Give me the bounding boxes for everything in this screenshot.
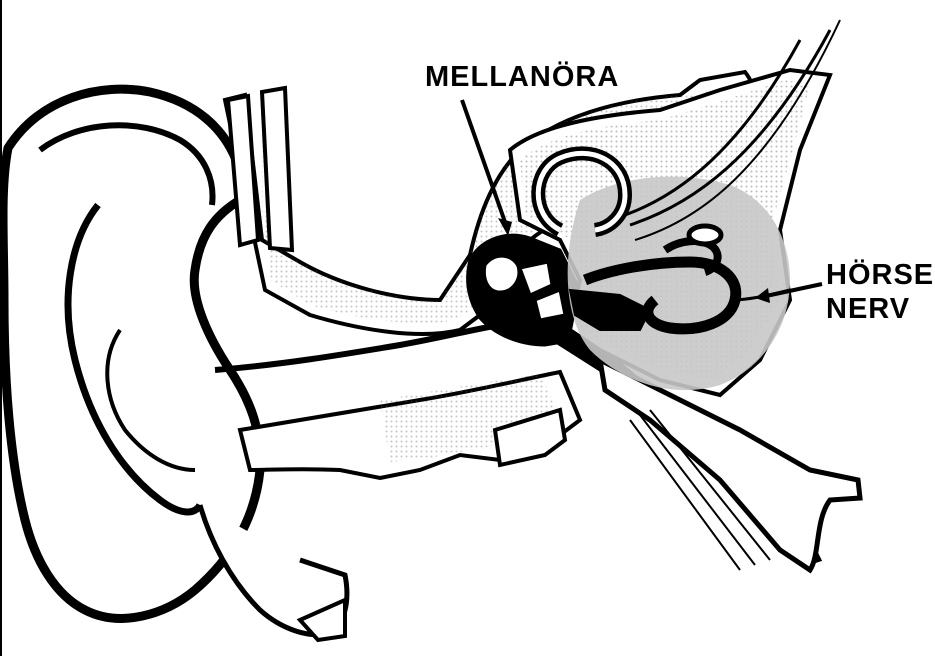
skull-strip-1 <box>228 96 258 245</box>
hearing-nerve-region <box>568 177 790 391</box>
middle-ear-label: MELLANÖRA <box>425 60 619 94</box>
malleus <box>484 256 519 292</box>
hearing-nerve-label-line2: NERV <box>826 292 935 326</box>
cochlea-apex <box>689 226 721 244</box>
eustachian-outer <box>600 360 860 570</box>
hearing-nerve-label-line1: HÖRSEL <box>826 258 935 292</box>
ear-canal-upper-wall <box>215 325 500 370</box>
hearing-nerve-label: HÖRSEL NERV <box>826 258 935 326</box>
